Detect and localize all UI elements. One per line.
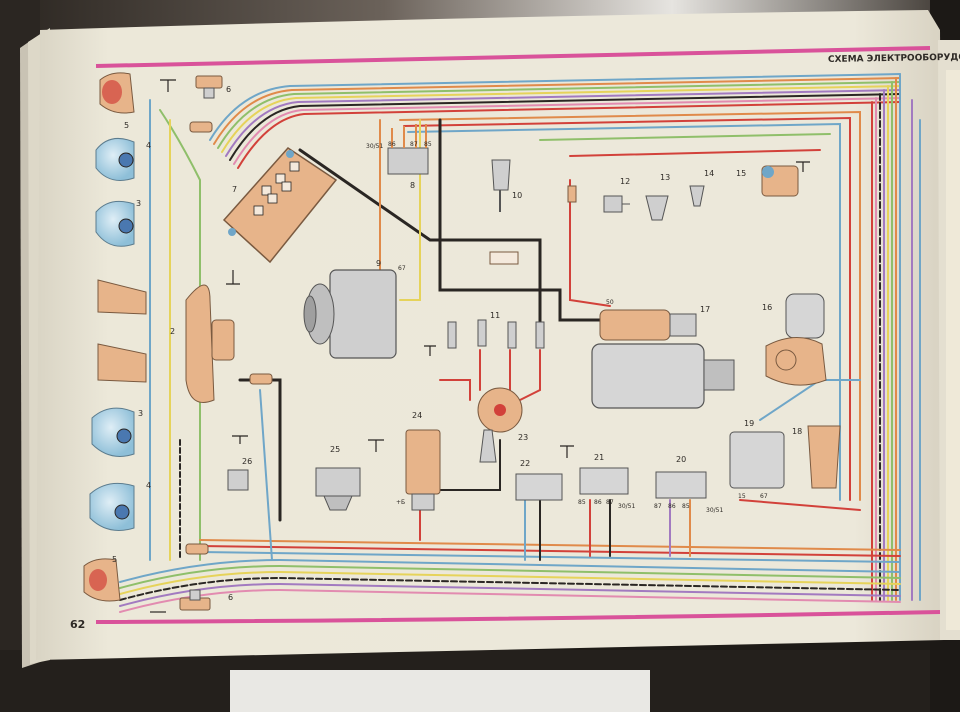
label-3a: 3: [136, 199, 141, 208]
term-20-85: 85: [682, 503, 690, 510]
label-13: 13: [660, 173, 670, 182]
white-sheet-bottom: [230, 670, 650, 712]
label-5a: 5: [124, 121, 129, 130]
next-page-strip: [946, 70, 960, 630]
ignition-coil-24: [405, 429, 441, 511]
starter-17: [591, 309, 735, 409]
horn-top: [97, 279, 147, 315]
component-25: [315, 467, 361, 511]
term-17-50: 50: [606, 299, 614, 306]
sensor-14: [689, 185, 705, 207]
wire-harness: [119, 73, 921, 613]
relay-22: [515, 473, 563, 501]
ground-symbols: [150, 79, 810, 613]
spark-plugs-11: [447, 319, 545, 349]
book-page: [36, 10, 944, 660]
horn-bottom: [97, 343, 147, 383]
headlight-3-bottom: [91, 407, 135, 457]
sensor-13: [645, 195, 669, 221]
label-23: 23: [518, 433, 528, 442]
label-12: 12: [620, 177, 630, 186]
label-4a: 4: [146, 141, 151, 150]
label-6a: 6: [226, 85, 231, 94]
label-5b: 5: [112, 555, 117, 564]
label-21: 21: [594, 453, 604, 462]
relay-21: [579, 467, 629, 495]
term-8-87: 87: [410, 141, 418, 148]
page-number: 62: [70, 618, 85, 631]
term-21-85: 85: [578, 499, 586, 506]
headlight-4-bottom: [89, 482, 135, 531]
relay-20: [655, 471, 707, 499]
label-9: 9: [376, 259, 381, 268]
label-26: 26: [242, 457, 252, 466]
headlight-4-top: [95, 137, 135, 181]
label-2: 2: [170, 327, 175, 336]
relay-8: [387, 124, 429, 175]
generator-9: [303, 269, 397, 359]
wiper-motor-16: [765, 293, 827, 386]
side-light-5-top: [99, 72, 135, 114]
terminal-labels: 30/51 86 87 85 67 50 87 86 85 30/51 85 8…: [366, 141, 768, 514]
label-8: 8: [410, 181, 415, 190]
component-18: [807, 425, 841, 489]
sensor-12: [603, 195, 630, 213]
label-22: 22: [520, 459, 530, 468]
term-20-86: 86: [668, 503, 676, 510]
label-19: 19: [744, 419, 754, 428]
component-number-labels: 2 3 3 4 4 5 5 6 6 7 8 9 10 11 12 13 14 1…: [112, 85, 802, 602]
term-8-30-51: 30/51: [366, 143, 383, 150]
label-14: 14: [704, 169, 714, 178]
lamp-6-bottom: [179, 589, 211, 611]
term-21-30-51: 30/51: [618, 503, 635, 510]
label-15: 15: [736, 169, 746, 178]
label-3b: 3: [138, 409, 143, 418]
label-7: 7: [232, 185, 237, 194]
term-20-87: 87: [654, 503, 662, 510]
component-10: [491, 159, 511, 212]
label-17: 17: [700, 305, 710, 314]
distributor-23: [477, 387, 523, 463]
lamp-6-top: [195, 75, 223, 99]
term-21-86: 86: [594, 499, 602, 506]
label-25: 25: [330, 445, 340, 454]
label-24: 24: [412, 411, 422, 420]
term-20-30-51: 30/51: [706, 507, 723, 514]
term-9-67: 67: [398, 265, 406, 272]
fan-motor-2: [185, 284, 235, 403]
term-21-87: 87: [606, 499, 614, 506]
sensor-26: [227, 469, 249, 491]
fuse-block-7: [222, 147, 338, 264]
label-18: 18: [792, 427, 802, 436]
headlight-3-top: [95, 200, 135, 247]
component-15: [761, 165, 799, 197]
connectors: [185, 121, 577, 555]
term-24-plus-b: +Б: [396, 499, 405, 506]
label-16: 16: [762, 303, 772, 312]
bottom-magenta-border: [95, 610, 941, 624]
label-20: 20: [676, 455, 686, 464]
regulator-19: [729, 431, 785, 489]
term-19-67: 67: [760, 493, 768, 500]
label-11: 11: [490, 311, 500, 320]
label-4b: 4: [146, 481, 151, 490]
side-light-5-bottom: [83, 558, 121, 602]
header-title: СХЕМА ЭЛЕКТРООБОРУДОВАНИЯ: [828, 52, 960, 65]
label-10: 10: [512, 191, 522, 200]
label-6b: 6: [228, 593, 233, 602]
term-8-86: 86: [388, 141, 396, 148]
term-19-15: 15: [738, 493, 746, 500]
top-magenta-border: [95, 46, 931, 68]
term-8-85: 85: [424, 141, 432, 148]
